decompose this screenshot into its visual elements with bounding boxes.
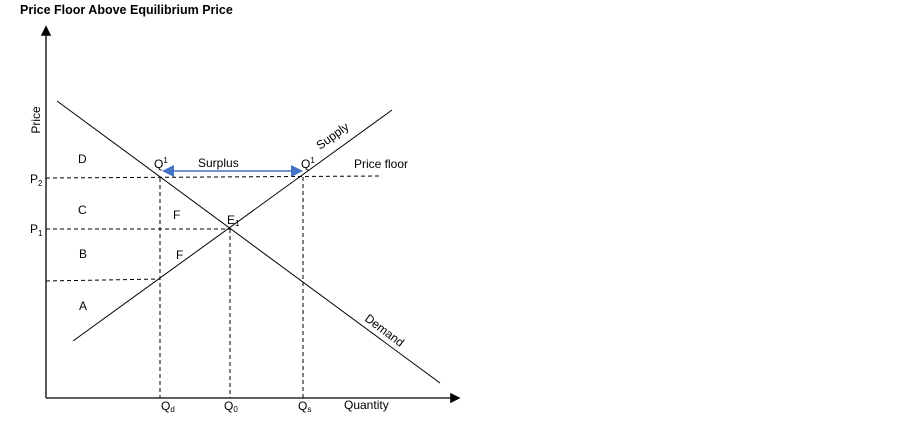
- area-f-upper-label: F: [173, 208, 180, 222]
- area-f-lower-label: F: [176, 248, 183, 262]
- area-c-label: C: [78, 203, 87, 217]
- qs-label: Qs: [298, 399, 311, 414]
- area-d-label: D: [78, 152, 87, 166]
- demand-curve: [56, 100, 441, 384]
- equilibrium-label: E1: [227, 213, 240, 228]
- area-b-label: B: [79, 247, 87, 261]
- lower-price-line: [45, 278, 161, 282]
- qd-point-label: Q1: [154, 156, 168, 171]
- y-axis-label: Price: [29, 106, 43, 134]
- diagram-title: Price Floor Above Equilibrium Price: [20, 3, 233, 17]
- supply-label: Supply: [314, 120, 352, 153]
- qd-label: Qd: [161, 399, 175, 414]
- q0-label: Q0: [224, 399, 238, 414]
- p2-label: P2: [30, 172, 43, 188]
- surplus-label: Surplus: [198, 156, 239, 170]
- supply-curve: [72, 109, 393, 342]
- price-floor-label: Price floor: [354, 157, 408, 171]
- p1-label: P1: [30, 222, 43, 238]
- x-axis-label: Quantity: [344, 398, 389, 412]
- price-floor-line: [45, 175, 381, 179]
- guide-lines: [45, 175, 381, 398]
- area-a-label: A: [79, 299, 87, 313]
- qs-point-label: Q1: [301, 156, 315, 171]
